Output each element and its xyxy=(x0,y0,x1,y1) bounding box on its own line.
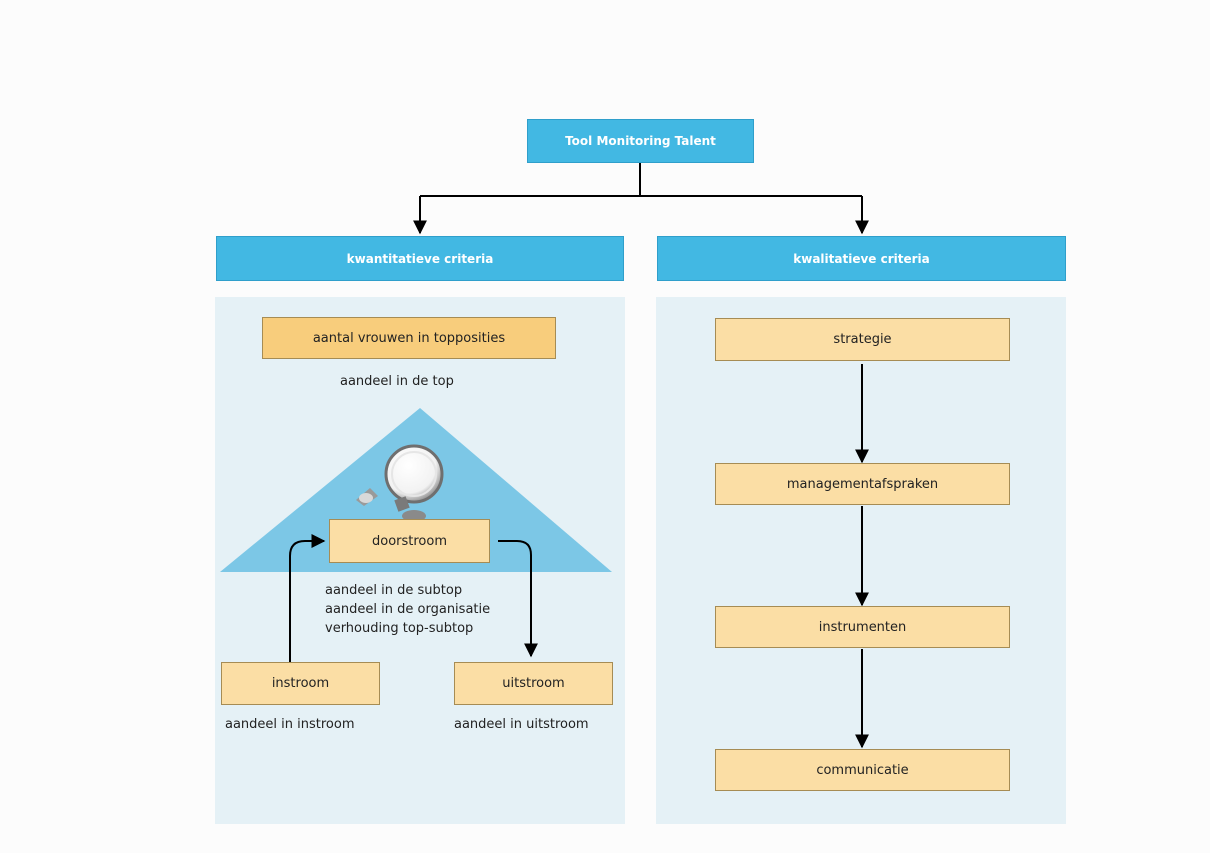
arrow-instroom-to-doorstroom xyxy=(289,534,326,662)
magnifier-icon xyxy=(356,444,444,522)
topposities-box: aantal vrouwen in topposities xyxy=(262,317,556,359)
instroom-note: aandeel in instroom xyxy=(225,717,355,732)
top-note: aandeel in de top xyxy=(340,374,454,389)
title-box: Tool Monitoring Talent xyxy=(527,119,754,163)
kwalitatieve-criteria-header: kwalitatieve criteria xyxy=(657,236,1066,281)
communicatie-box: communicatie xyxy=(715,749,1010,791)
instrumenten-box: instrumenten xyxy=(715,606,1010,648)
kwantitatieve-criteria-header: kwantitatieve criteria xyxy=(216,236,624,281)
uitstroom-box: uitstroom xyxy=(454,662,613,705)
doorstroom-box: doorstroom xyxy=(329,519,490,563)
doorstroom-note-2: aandeel in de organisatie xyxy=(325,602,491,617)
doorstroom-note-3: verhouding top-subtop xyxy=(325,621,474,636)
strategie-box: strategie xyxy=(715,318,1010,361)
doorstroom-note-1: aandeel in de subtop xyxy=(325,583,463,598)
uitstroom-note: aandeel in uitstroom xyxy=(454,717,589,732)
arrow-doorstroom-to-uitstroom xyxy=(498,540,538,658)
managementafspraken-box: managementafspraken xyxy=(715,463,1010,505)
instroom-box: instroom xyxy=(221,662,380,705)
